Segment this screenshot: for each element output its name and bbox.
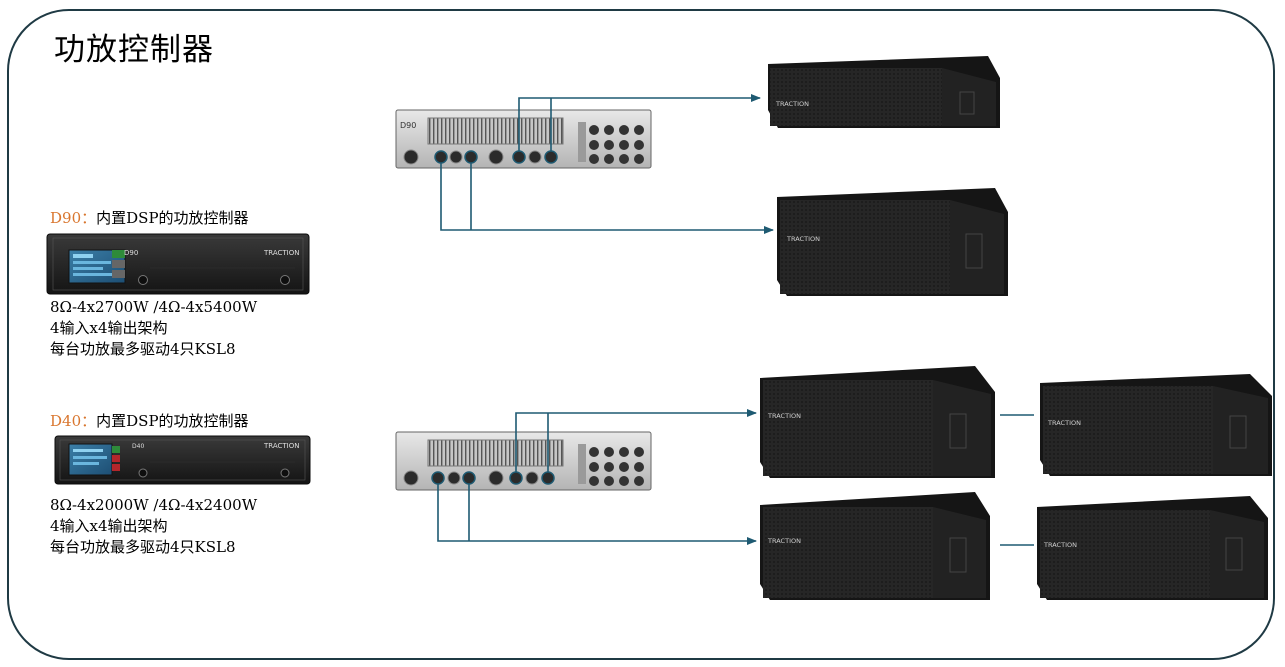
connector-top-out-lower xyxy=(440,163,774,234)
d40-specs: 8Ω-4x2000W /4Ω-4x2400W 4输入x4输出架构 每台功放最多驱… xyxy=(50,495,257,558)
d90-amplifier-front: D90 TRACTION xyxy=(46,233,310,295)
connector-bottom-out-upper xyxy=(515,409,757,472)
rear-panel-bottom xyxy=(395,431,652,491)
d90-spec-drive: 每台功放最多驱动4只KSL8 xyxy=(50,340,236,358)
speaker-4: TRACTION xyxy=(1040,374,1272,476)
d90-brand-label: TRACTION xyxy=(263,249,300,257)
speaker-4-brand: TRACTION xyxy=(1047,419,1081,427)
speaker-6-brand: TRACTION xyxy=(1043,541,1077,549)
d90-separator: ： xyxy=(81,209,97,227)
speaker-6: TRACTION xyxy=(1037,496,1268,600)
d90-spec-io: 4输入x4输出架构 xyxy=(50,319,168,337)
d40-spec-io: 4输入x4输出架构 xyxy=(50,517,168,535)
diagram-frame xyxy=(7,9,1275,660)
d90-specs: 8Ω-4x2700W /4Ω-4x5400W 4输入x4输出架构 每台功放最多驱… xyxy=(50,297,257,360)
d40-model: D40 xyxy=(50,412,82,430)
d40-description: 内置DSP的功放控制器 xyxy=(96,412,249,430)
speaker-3-brand: TRACTION xyxy=(767,412,801,420)
page-title: 功放控制器 xyxy=(54,32,214,68)
speaker-3: TRACTION xyxy=(760,366,995,478)
d40-brand-label: TRACTION xyxy=(263,442,300,450)
d40-spec-power: 8Ω-4x2000W /4Ω-4x2400W xyxy=(50,496,258,514)
d40-amplifier-front: D40 TRACTION xyxy=(54,435,311,485)
d90-model: D90 xyxy=(50,209,82,227)
rear-panel-top: D90 xyxy=(395,109,652,169)
rear-top-label: D90 xyxy=(400,121,416,130)
d90-panel-label: D90 xyxy=(124,249,138,257)
speaker-5: TRACTION xyxy=(760,492,990,600)
d40-spec-drive: 每台功放最多驱动4只KSL8 xyxy=(50,538,236,556)
d40-panel-label: D40 xyxy=(132,443,144,450)
d40-separator: ： xyxy=(81,412,97,430)
connector-top-out-upper xyxy=(518,94,761,151)
d90-spec-power: 8Ω-4x2700W /4Ω-4x5400W xyxy=(50,298,258,316)
speaker-1: TRACTION xyxy=(768,56,1000,128)
connector-bottom-out-lower xyxy=(437,484,757,545)
d90-heading: D90：内置DSP的功放控制器 xyxy=(50,207,249,228)
speaker-2-brand: TRACTION xyxy=(786,235,820,243)
speaker-1-brand: TRACTION xyxy=(775,100,809,108)
d40-heading: D40：内置DSP的功放控制器 xyxy=(50,410,249,431)
signal-connectors xyxy=(437,94,1034,546)
d90-description: 内置DSP的功放控制器 xyxy=(96,209,249,227)
speaker-2: TRACTION xyxy=(777,188,1008,296)
speaker-5-brand: TRACTION xyxy=(767,537,801,545)
